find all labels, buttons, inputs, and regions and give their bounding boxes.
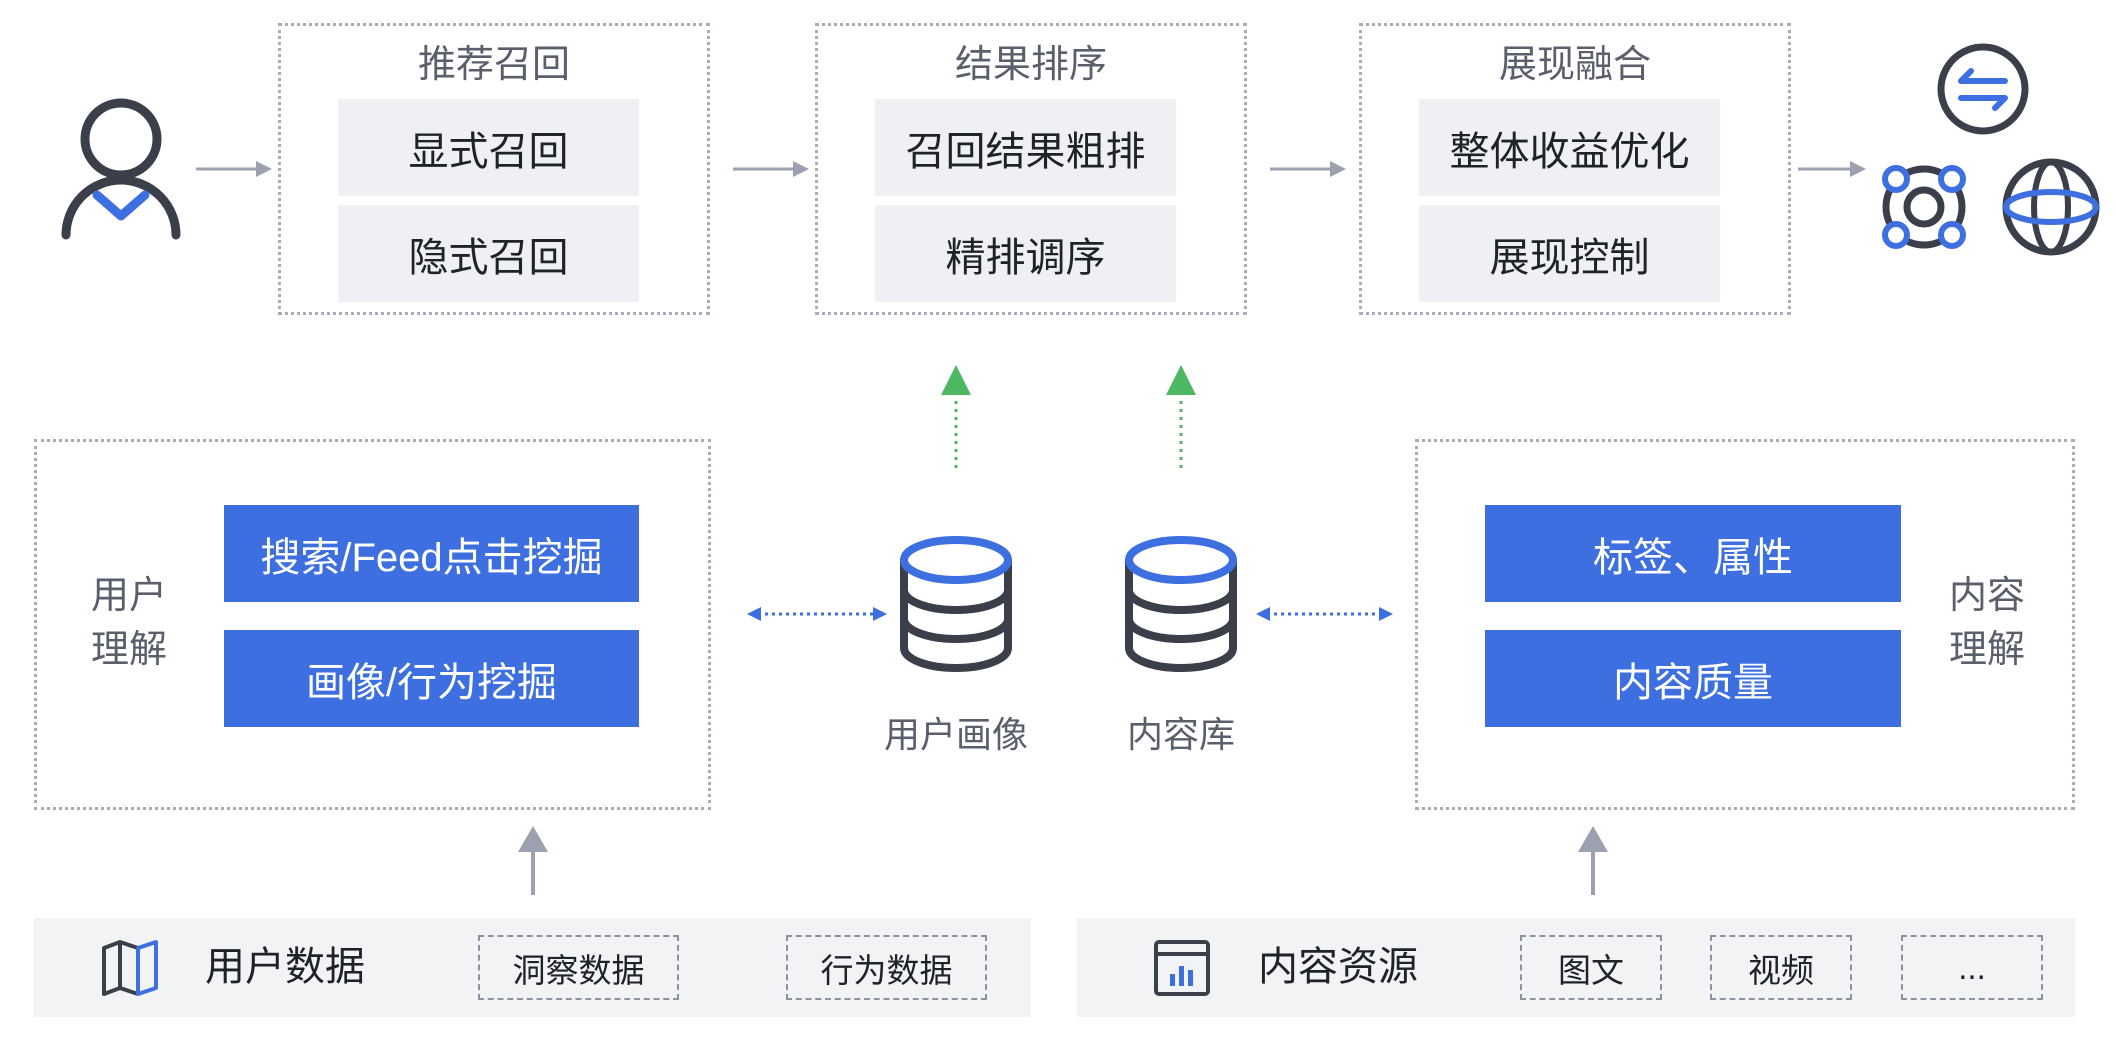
feed-up-arrow xyxy=(1166,365,1196,468)
label-line: 理解 xyxy=(90,629,167,671)
input-up-arrow xyxy=(1578,826,1608,895)
user-understanding-label: 用户 理解 xyxy=(74,569,184,677)
content-store-label: 内容库 xyxy=(1126,714,1235,755)
recall-item: 显式召回 xyxy=(338,99,639,196)
chart-icon xyxy=(1152,938,1212,998)
user-icon xyxy=(60,95,185,240)
user-profile-store-label: 用户画像 xyxy=(883,714,1028,755)
content-resource-tag: 图文 xyxy=(1520,935,1662,1000)
fusion-item: 展现控制 xyxy=(1419,205,1720,302)
user-data-tag: 洞察数据 xyxy=(478,935,679,1000)
database-icon xyxy=(898,532,1014,674)
stage-title-fusion: 展现融合 xyxy=(1498,44,1651,86)
label-line: 用户 xyxy=(90,575,167,617)
globe-icon xyxy=(2001,157,2101,257)
flow-arrow xyxy=(1798,161,1866,177)
user-data-bar: 用户数据 洞察数据 行为数据 xyxy=(34,918,1031,1017)
input-up-arrow xyxy=(518,826,548,895)
ranking-item: 召回结果粗排 xyxy=(875,99,1176,196)
stage-ranking: 结果排序 召回结果粗排 精排调序 xyxy=(815,23,1247,315)
exchange-icon xyxy=(1936,42,2030,136)
stage-title-ranking: 结果排序 xyxy=(954,44,1107,86)
sync-double-arrow xyxy=(1256,607,1393,621)
user-mining-item: 搜索/Feed点击挖掘 xyxy=(224,505,639,602)
flow-arrow xyxy=(733,161,809,177)
fusion-item: 整体收益优化 xyxy=(1419,99,1720,196)
stage-fusion: 展现融合 整体收益优化 展现控制 xyxy=(1359,23,1791,315)
label-line: 理解 xyxy=(1948,629,2025,671)
flow-arrow xyxy=(196,161,272,177)
map-icon xyxy=(100,938,160,998)
content-resource-tag: ... xyxy=(1901,935,2043,1000)
content-analysis-item: 标签、属性 xyxy=(1485,505,1901,602)
hub-icon xyxy=(1876,159,1972,255)
ranking-item: 精排调序 xyxy=(875,205,1176,302)
database-icon xyxy=(1123,532,1239,674)
flow-arrow xyxy=(1270,161,1346,177)
content-understanding-label: 内容 理解 xyxy=(1932,569,2042,677)
recall-item: 隐式召回 xyxy=(338,205,639,302)
stage-title-recall: 推荐召回 xyxy=(417,44,570,86)
content-resource-tag: 视频 xyxy=(1710,935,1852,1000)
sync-double-arrow xyxy=(747,607,887,621)
label-line: 内容 xyxy=(1948,575,2025,617)
user-understanding-panel: 用户 理解 搜索/Feed点击挖掘 画像/行为挖掘 xyxy=(34,439,711,810)
feed-up-arrow xyxy=(941,365,971,468)
user-data-title: 用户数据 xyxy=(205,945,365,989)
content-analysis-item: 内容质量 xyxy=(1485,630,1901,727)
user-data-tag: 行为数据 xyxy=(786,935,987,1000)
stage-recall: 推荐召回 显式召回 隐式召回 xyxy=(278,23,710,315)
user-mining-item: 画像/行为挖掘 xyxy=(224,630,639,727)
content-understanding-panel: 标签、属性 内容质量 内容 理解 xyxy=(1415,439,2075,810)
content-resources-title: 内容资源 xyxy=(1258,945,1418,989)
content-resources-bar: 内容资源 图文 视频 ... xyxy=(1077,918,2075,1017)
